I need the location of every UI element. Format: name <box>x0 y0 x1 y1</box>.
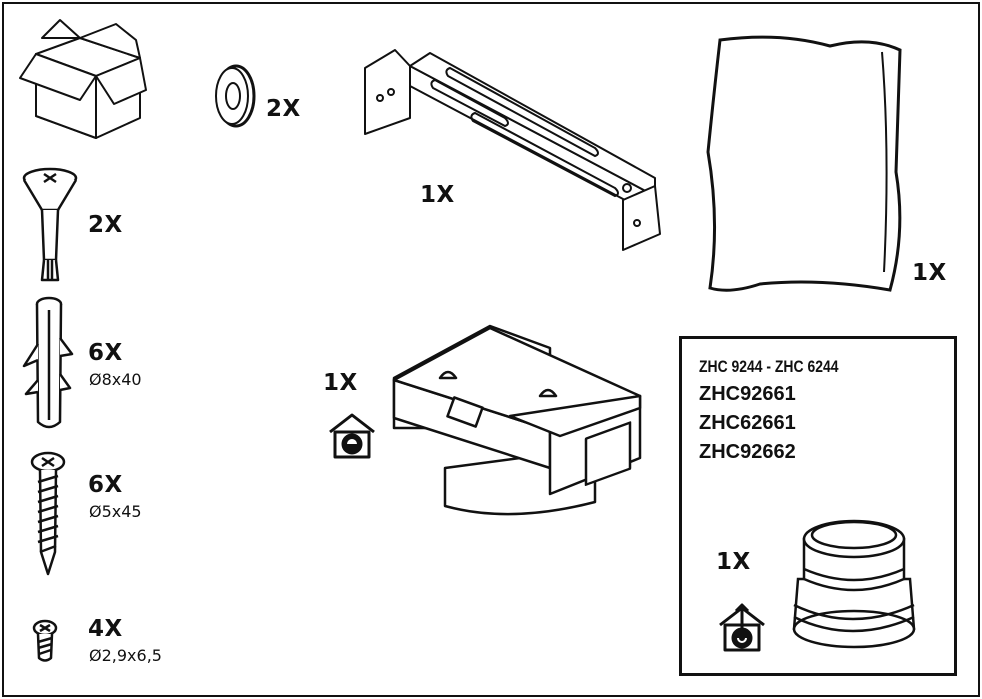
paper-template-icon <box>700 32 910 307</box>
wood-screw-quantity: 6X <box>88 472 123 498</box>
model-label: ZHC 9244 - ZHC 6244 <box>699 357 839 376</box>
wall-plug-icon <box>16 294 76 439</box>
wall-bracket-icon <box>355 38 675 268</box>
extraction-house-icon <box>716 603 768 658</box>
adapter-ring-quantity: 1X <box>716 549 751 575</box>
wall-plug-quantity: 6X <box>88 340 123 366</box>
model-label: ZHC92662 <box>699 441 796 463</box>
wood-screw-icon <box>28 451 68 582</box>
model-label: ZHC62661 <box>699 412 796 434</box>
cardboard-box-icon <box>18 18 148 143</box>
air-deflector-icon <box>390 318 645 535</box>
recirculation-house-icon <box>326 412 378 465</box>
washer-icon <box>210 62 260 137</box>
expansion-anchor-screw-icon <box>20 167 80 288</box>
adapter-ring-icon <box>790 517 920 662</box>
air-deflector-quantity: 1X <box>323 370 358 396</box>
washer-quantity: 2X <box>266 96 301 122</box>
wood-screw-size: Ø5x45 <box>89 502 142 521</box>
wall-plug-size: Ø8x40 <box>89 370 142 389</box>
small-screw-size: Ø2,9x6,5 <box>89 646 162 665</box>
screw-anchor-quantity: 2X <box>88 212 123 238</box>
model-box: ZHC 9244 - ZHC 6244 ZHC92661 ZHC62661 ZH… <box>679 336 957 676</box>
wall-bracket-quantity: 1X <box>420 182 455 208</box>
small-screw-icon <box>32 619 58 669</box>
model-label: ZHC92661 <box>699 383 796 405</box>
small-screw-quantity: 4X <box>88 616 123 642</box>
paper-template-quantity: 1X <box>912 260 947 286</box>
